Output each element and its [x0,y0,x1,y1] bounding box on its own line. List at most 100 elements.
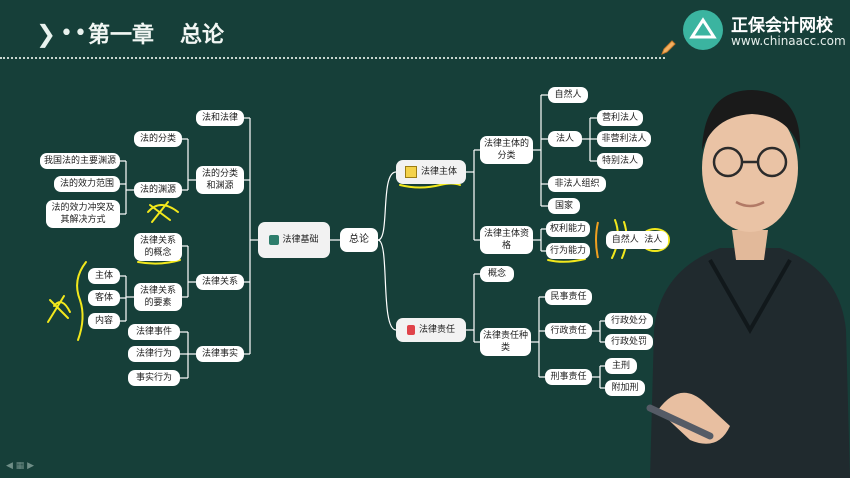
header-divider [0,57,665,59]
node-legal-fact: 法律事实 [196,346,244,362]
node-additional-penalty: 附加刑 [605,380,645,396]
node-legal-fact-label: 法律事实 [201,349,238,359]
node-behavior-capacity: 行为能力 [546,243,590,259]
node-element-subject: 主体 [88,268,120,284]
chapter-number: 第一章 [88,23,155,48]
node-legal-event-label: 法律事件 [135,327,172,337]
node-profit-legal-person: 营利法人 [597,110,643,126]
node-civil-liability: 民事责任 [545,289,592,305]
player-controls-icon[interactable]: ◀ ▦ ▶ [6,461,35,471]
node-behavior-capacity-label: 行为能力 [549,246,586,256]
node-nonprofit-legal-person-label: 非营利法人 [601,134,647,144]
node-liability-concept-label: 概念 [487,269,506,279]
node-criminal-liability-label: 刑事责任 [550,372,587,382]
node-element-subject-label: 主体 [94,271,113,281]
node-principal-penalty-label: 主刑 [611,361,630,371]
node-subject-classification: 法律主体的分类 [480,136,533,164]
node-admin-penalty-label: 行政处罚 [610,337,647,347]
annotation-legal-person: 法人 [644,235,663,245]
node-element-content-label: 内容 [94,316,113,326]
node-civil-liability-label: 民事责任 [550,292,587,302]
dots-icon: •• [60,21,88,46]
brand-url: www.chinaacc.com [731,34,846,48]
node-effect-scope: 法的效力范围 [54,176,120,192]
node-fact-act: 事实行为 [128,370,180,386]
node-non-legal-org: 非法人组织 [548,176,606,192]
foundation-icon [269,235,280,245]
node-rights-capacity: 权利能力 [546,221,590,237]
node-admin-liability-label: 行政责任 [550,326,587,336]
chevron-right-icon: ❯ [36,20,57,48]
node-natural-person: 自然人 [548,87,588,103]
node-effect-conflict-label: 法的效力冲突及其解决方式 [51,203,115,225]
node-legal-relation-label: 法律关系 [201,277,238,287]
node-classification-sources-label: 法的分类和渊源 [201,169,238,191]
node-relation-elements-label: 法律关系的要素 [139,286,176,308]
node-liability-types-label: 法律责任种类 [483,331,529,353]
node-main-sources: 我国法的主要渊源 [40,153,120,169]
node-admin-liability: 行政责任 [545,323,592,339]
pencil-icon [661,40,676,55]
node-root-label: 总论 [349,234,369,245]
node-criminal-liability: 刑事责任 [545,369,592,385]
node-liability-concept: 概念 [480,266,514,282]
node-classification-label: 法的分类 [139,134,176,144]
node-special-legal-person-label: 特别法人 [601,156,638,166]
node-subject-classification-label: 法律主体的分类 [483,139,529,161]
node-root: 总论 [340,228,378,252]
node-legal-person-label: 法人 [555,134,574,144]
node-admin-sanction: 行政处分 [605,313,653,329]
node-legal-act: 法律行为 [128,346,180,362]
node-sources-label: 法的渊源 [139,185,176,195]
node-legal-relation: 法律关系 [196,274,244,290]
chapter-title: 总论 [180,23,225,48]
node-relation-concept: 法律关系的概念 [134,233,182,261]
chair-icon [406,325,415,335]
node-admin-sanction-label: 行政处分 [610,316,647,326]
node-subject-capacity: 法律主体资格 [480,226,533,254]
node-classification: 法的分类 [134,131,182,147]
node-legal-person: 法人 [548,131,582,147]
brand-logo-icon [683,10,723,50]
node-rights-capacity-label: 权利能力 [549,224,586,234]
node-profit-legal-person-label: 营利法人 [601,113,638,123]
slide-header: ❯ •• 第一章 总论 正保会计网校 www.chinaacc.com [0,0,850,62]
node-state-label: 国家 [554,201,573,211]
node-law-and-law: 法和法律 [196,110,244,126]
node-admin-penalty: 行政处罚 [605,334,653,350]
presenter-image [646,90,850,478]
node-subject-capacity-label: 法律主体资格 [483,229,529,251]
node-natural-person-label: 自然人 [554,90,582,100]
node-principal-penalty: 主刑 [605,358,637,374]
node-element-object: 客体 [88,290,120,306]
note-icon [404,166,417,178]
brand-name: 正保会计网校 [731,16,833,36]
node-effect-conflict: 法的效力冲突及其解决方式 [46,200,120,228]
node-legal-event: 法律事件 [128,324,180,340]
node-nonprofit-legal-person: 非营利法人 [597,131,651,147]
node-law-and-law-label: 法和法律 [201,113,238,123]
node-subject: 法律主体 [396,160,466,184]
node-special-legal-person: 特别法人 [597,153,643,169]
node-liability-types: 法律责任种类 [480,328,531,356]
node-legal-act-label: 法律行为 [135,349,172,359]
node-sources: 法的渊源 [134,182,182,198]
node-subject-label: 法律主体 [420,167,457,177]
node-liability: 法律责任 [396,318,466,342]
node-element-content: 内容 [88,313,120,329]
node-main-sources-label: 我国法的主要渊源 [43,156,116,166]
node-foundation: 法律基础 [258,222,330,258]
node-relation-concept-label: 法律关系的概念 [139,236,176,258]
node-liability-label: 法律责任 [418,325,455,335]
annotation-natural-person: 自然人 [611,235,639,245]
node-capacity-annotation: 自然人 法人 [606,231,668,249]
node-effect-scope-label: 法的效力范围 [59,179,114,189]
node-element-object-label: 客体 [94,293,113,303]
node-state: 国家 [548,198,580,214]
node-non-legal-org-label: 非法人组织 [554,179,600,189]
node-foundation-label: 法律基础 [282,235,319,245]
node-relation-elements: 法律关系的要素 [134,283,182,311]
node-classification-sources: 法的分类和渊源 [196,166,244,194]
node-additional-penalty-label: 附加刑 [611,383,639,393]
